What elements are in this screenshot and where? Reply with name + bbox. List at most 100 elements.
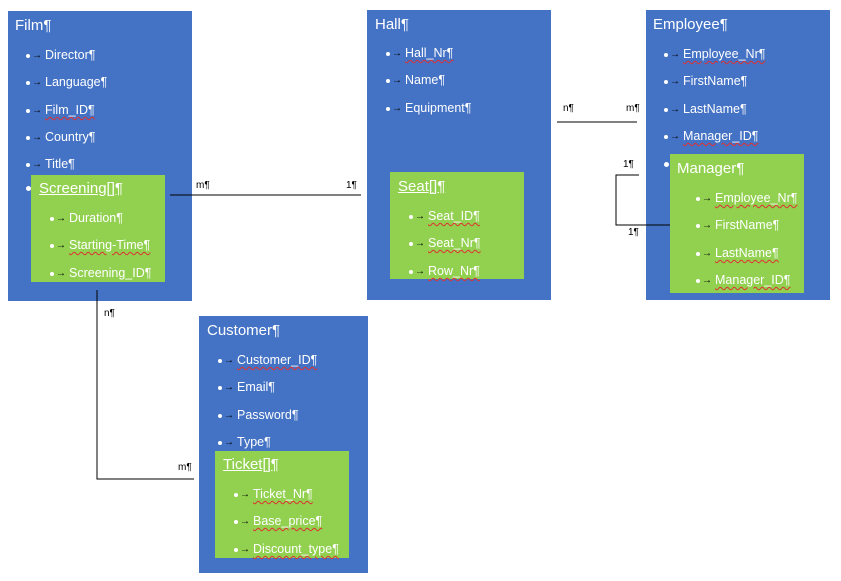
bullet-icon — [234, 492, 238, 497]
arrow-icon: → — [702, 275, 712, 287]
bullet-icon — [218, 440, 222, 445]
arrow-icon: → — [56, 268, 66, 280]
arrow-icon: → — [32, 77, 42, 89]
bullet-icon — [664, 162, 669, 167]
arrow-icon: → — [670, 76, 680, 88]
cardinality-hall-n: n¶ — [563, 103, 574, 114]
bullet-icon — [664, 52, 668, 57]
screening-attr-starting-time: →Starting-Time¶ — [50, 238, 150, 252]
arrow-icon: → — [392, 103, 402, 115]
manager-attr-firstname: →FirstName¶ — [696, 218, 779, 232]
arrow-icon: → — [392, 75, 402, 87]
customer-attr-password: →Password¶ — [218, 408, 299, 422]
bullet-icon — [218, 358, 222, 363]
customer-attr-email: →Email¶ — [218, 380, 275, 394]
seat-attr-seat-nr: →Seat_Nr¶ — [409, 236, 481, 250]
employee-attr-lastname: →LastName¶ — [664, 102, 747, 116]
bullet-icon — [218, 385, 222, 390]
arrow-icon: → — [56, 240, 66, 252]
bullet-icon — [696, 196, 700, 201]
ticket-nested-entity — [215, 451, 349, 558]
arrow-icon: → — [702, 193, 712, 205]
arrow-icon: → — [32, 132, 42, 144]
cardinality-seat-1: 1¶ — [346, 180, 357, 191]
film-attr-country: →Country¶ — [26, 130, 95, 144]
bullet-icon — [664, 134, 668, 139]
manager-attr-lastname: →LastName¶ — [696, 246, 779, 260]
bullet-icon — [664, 79, 668, 84]
seat-title: Seat[]¶ — [398, 178, 446, 195]
bullet-icon — [26, 162, 30, 167]
arrow-icon: → — [32, 159, 42, 171]
bullet-icon — [50, 271, 54, 276]
arrow-icon: → — [224, 382, 234, 394]
bullet-icon — [26, 53, 30, 58]
bullet-icon — [409, 214, 413, 219]
bullet-icon — [386, 51, 390, 56]
film-attr-language: →Language¶ — [26, 75, 107, 89]
arrow-icon: → — [415, 266, 425, 278]
seat-attr-seat-id: →Seat_ID¶ — [409, 209, 480, 223]
bullet-icon — [234, 547, 238, 552]
cardinality-screening-n: n¶ — [104, 308, 115, 319]
arrow-icon: → — [224, 410, 234, 422]
arrow-icon: → — [670, 49, 680, 61]
ticket-attr-ticket-nr: →Ticket_Nr¶ — [234, 487, 313, 501]
hall-attr-equipment: →Equipment¶ — [386, 101, 471, 115]
ticket-attr-discount-type: →Discount_type¶ — [234, 542, 339, 556]
customer-title: Customer¶ — [207, 322, 281, 339]
employee-attr-firstname: →FirstName¶ — [664, 74, 747, 88]
bullet-icon — [386, 78, 390, 83]
arrow-icon: → — [32, 105, 42, 117]
bullet-icon — [696, 223, 700, 228]
arrow-icon: → — [224, 355, 234, 367]
arrow-icon: → — [670, 104, 680, 116]
manager-attr-manager-id: →Manager_ID¶ — [696, 273, 791, 287]
film-attr-title: →Title¶ — [26, 157, 75, 171]
manager-attr-employee-nr: →Employee_Nr¶ — [696, 191, 797, 205]
cardinality-manager-loop-bottom: 1¶ — [628, 227, 639, 238]
bullet-icon — [50, 216, 54, 221]
cardinality-employee-m: m¶ — [626, 103, 640, 114]
manager-self-loop — [615, 174, 670, 226]
bullet-icon — [26, 80, 30, 85]
hall-title: Hall¶ — [375, 16, 409, 33]
arrow-icon: → — [415, 238, 425, 250]
hall-attr-hall-nr: →Hall_Nr¶ — [386, 46, 453, 60]
bullet-icon — [386, 106, 390, 111]
bullet-icon — [409, 241, 413, 246]
manager-nested-entity — [670, 154, 804, 293]
seat-nested-entity — [390, 172, 524, 279]
screening-ticket-line — [96, 290, 194, 480]
screening-title: Screening[]¶ — [39, 180, 123, 197]
arrow-icon: → — [670, 131, 680, 143]
bullet-icon — [218, 413, 222, 418]
bullet-icon — [50, 243, 54, 248]
cardinality-ticket-m: m¶ — [178, 462, 192, 473]
bullet-icon — [409, 269, 413, 274]
seat-attr-row-nr: →Row_Nr¶ — [409, 264, 480, 278]
employee-title: Employee¶ — [653, 16, 728, 33]
arrow-icon: → — [32, 50, 42, 62]
manager-title: Manager¶ — [677, 160, 745, 177]
film-attr-director: →Director¶ — [26, 48, 95, 62]
arrow-icon: → — [224, 437, 234, 449]
customer-attr-customer-id: →Customer_ID¶ — [218, 353, 317, 367]
ticket-attr-base-price: →Base_price¶ — [234, 514, 322, 528]
arrow-icon: → — [415, 211, 425, 223]
screening-attr-screening-id: →Screening_ID¶ — [50, 266, 151, 280]
film-title: Film¶ — [15, 17, 52, 34]
arrow-icon: → — [240, 489, 250, 501]
screening-attr-duration: →Duration¶ — [50, 211, 123, 225]
film-attr-film-id: →Film_ID¶ — [26, 103, 95, 117]
arrow-icon: → — [240, 516, 250, 528]
bullet-icon — [234, 519, 238, 524]
bullet-icon — [26, 108, 30, 113]
arrow-icon: → — [56, 213, 66, 225]
arrow-icon: → — [702, 248, 712, 260]
employee-attr-employee-nr: →Employee_Nr¶ — [664, 47, 765, 61]
cardinality-screening-m: m¶ — [196, 180, 210, 191]
employee-attr-manager-id: →Manager_ID¶ — [664, 129, 759, 143]
bullet-icon — [26, 186, 31, 191]
